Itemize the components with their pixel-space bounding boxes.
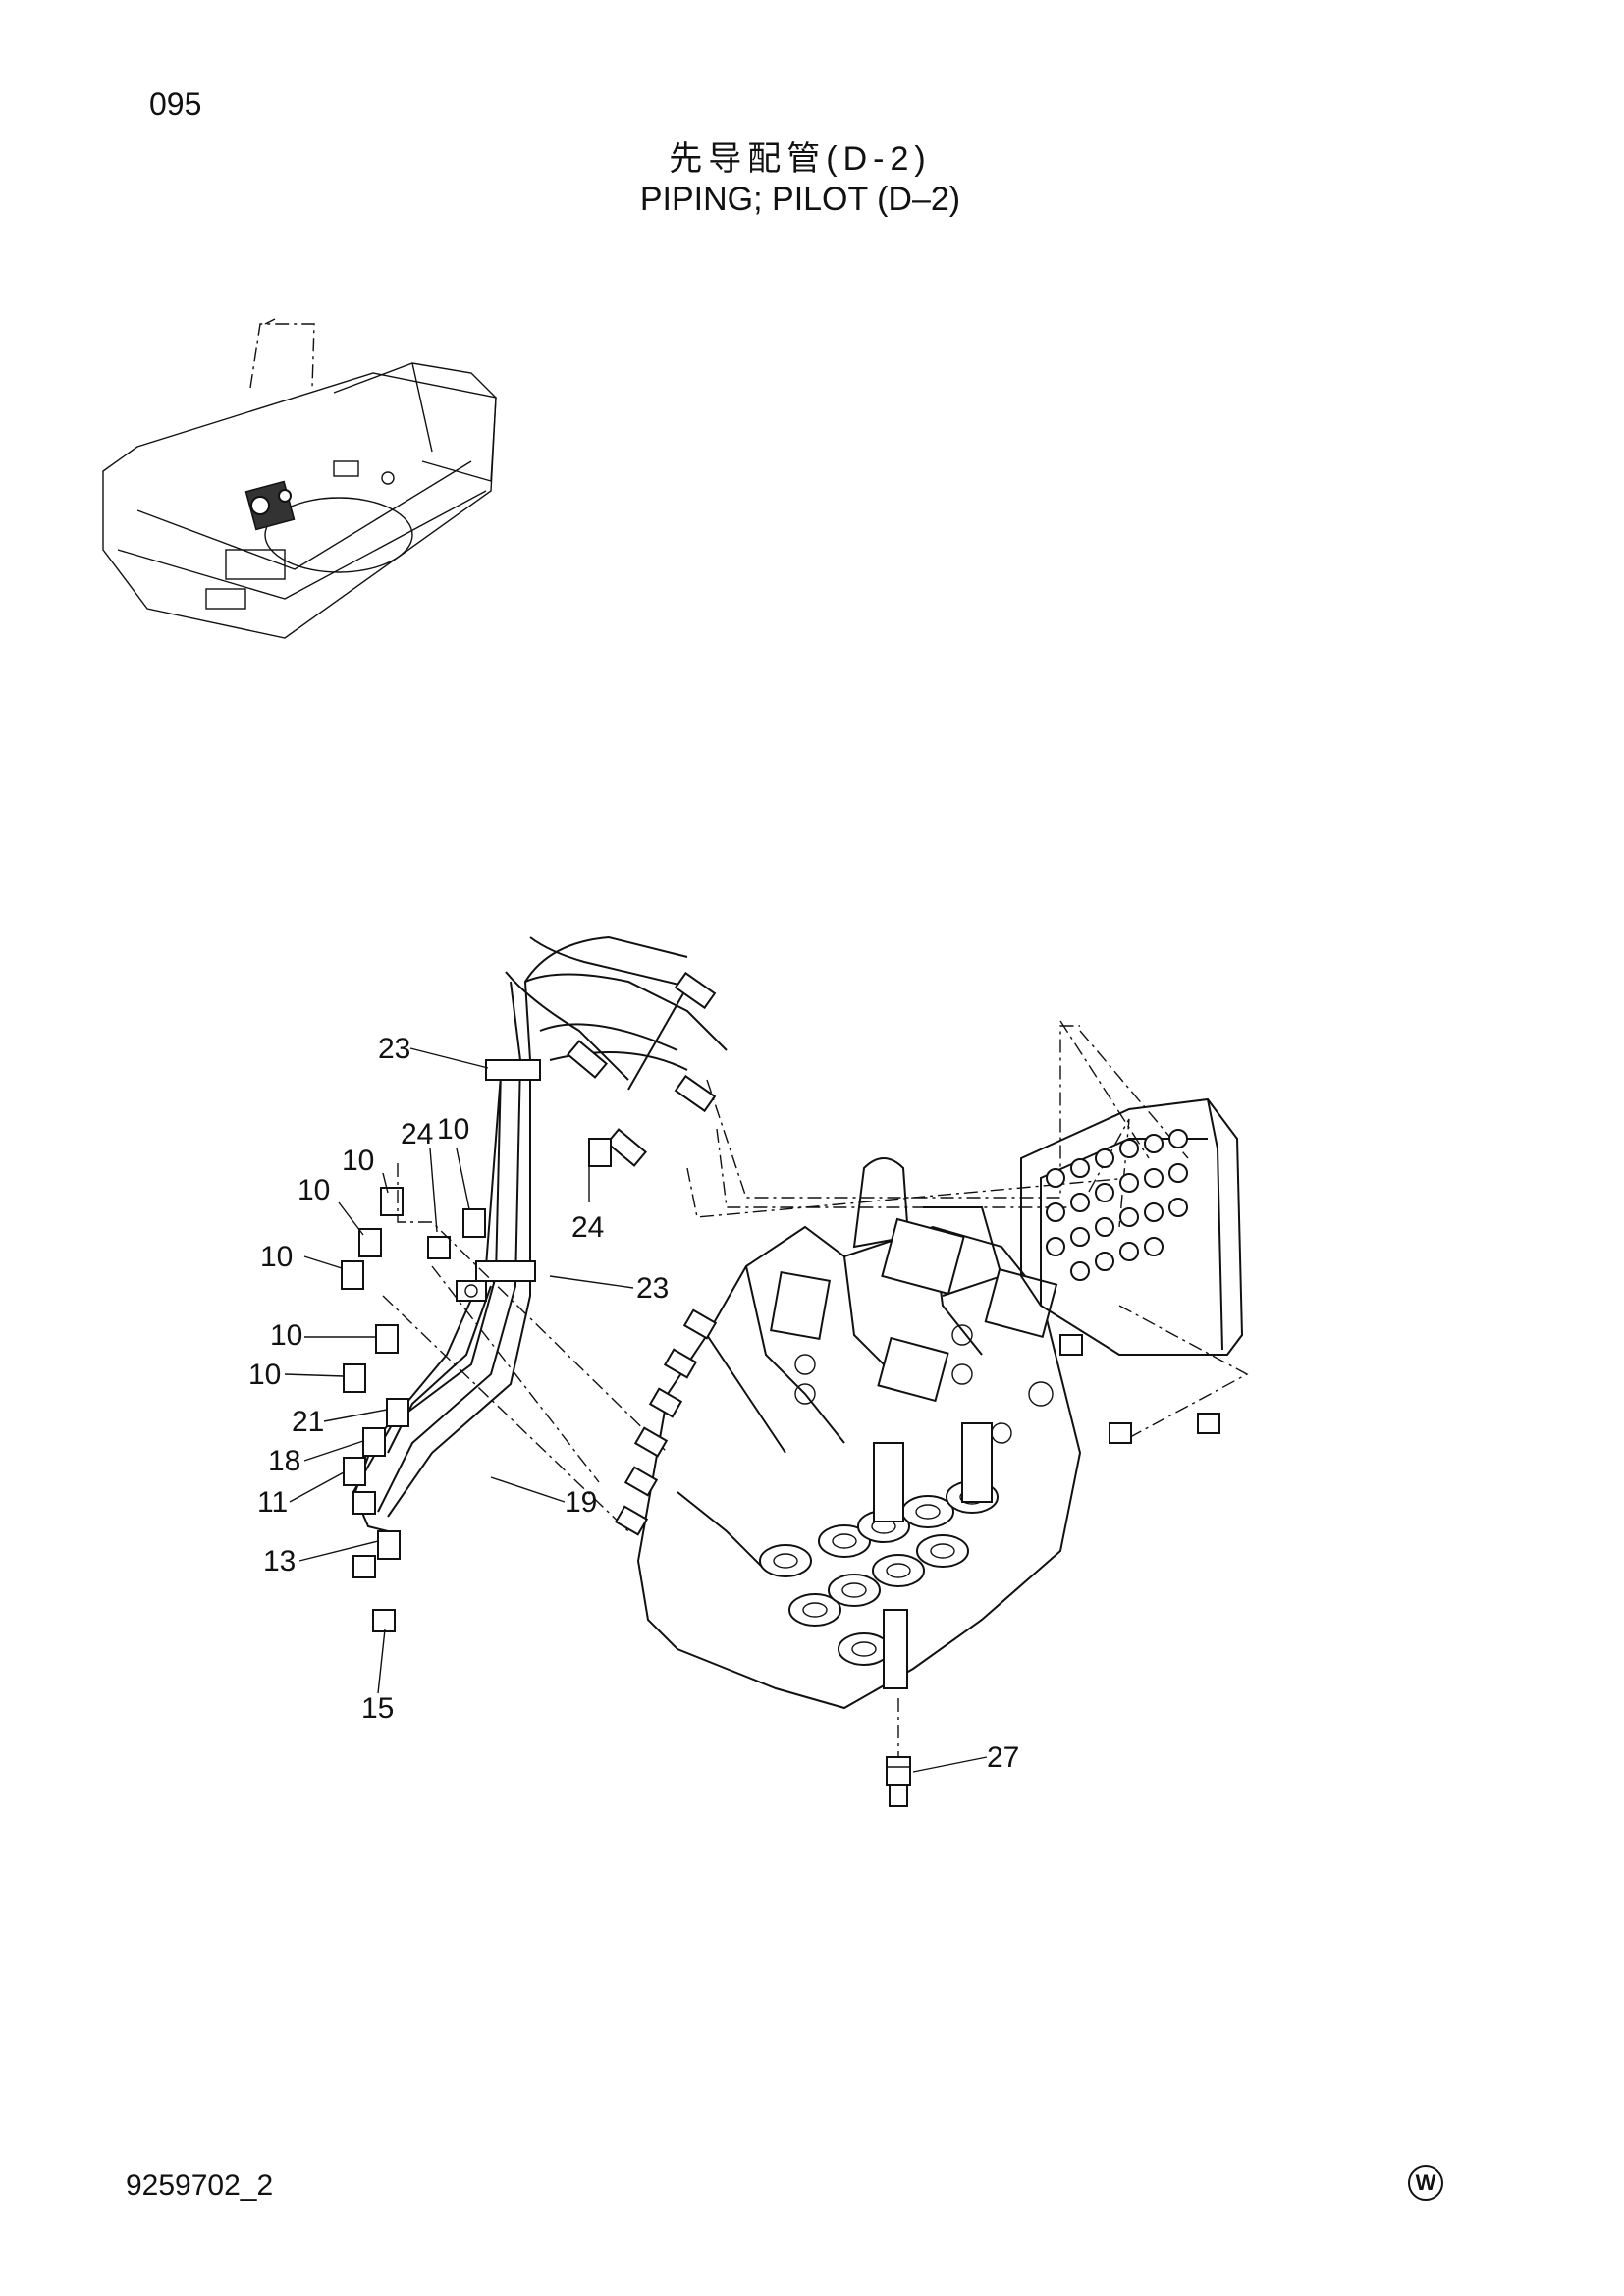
- control-valve-assembly: [614, 1157, 1082, 1710]
- callout-18: 18: [268, 1445, 300, 1477]
- pilot-hose-bundle: [352, 935, 728, 1532]
- callout-13: 13: [263, 1545, 296, 1577]
- callout-10-second: 10: [342, 1145, 374, 1177]
- callout-11: 11: [257, 1486, 288, 1519]
- machine-overview-inset: [102, 318, 497, 639]
- callout-19: 19: [565, 1486, 597, 1519]
- callout-labels: 23 24 10 10 10 10 24 23 10 10 21 18 11 1…: [248, 1033, 1019, 1774]
- title-english: PIPING; PILOT (D–2): [639, 181, 961, 218]
- callout-leaders: [284, 1047, 988, 1773]
- brand-mark-icon: W: [1408, 2165, 1443, 2201]
- callout-23-upper: 23: [378, 1033, 410, 1065]
- callout-24-lower: 24: [571, 1211, 604, 1244]
- callout-10-third: 10: [298, 1174, 330, 1206]
- callout-21: 21: [292, 1406, 324, 1438]
- callout-15: 15: [361, 1692, 394, 1725]
- pressure-sensor: [886, 1756, 911, 1807]
- title-chinese: 先导配管(D-2): [669, 140, 932, 178]
- leader-lines: [382, 1020, 1249, 1757]
- pilot-manifold-block: [1020, 1097, 1244, 1444]
- callout-23-lower: 23: [636, 1272, 669, 1305]
- document-id: 9259702_2: [126, 2169, 274, 2202]
- callout-24-upper: 24: [401, 1118, 433, 1150]
- callout-10-sixth: 10: [248, 1359, 281, 1391]
- callout-10-fifth: 10: [270, 1319, 302, 1352]
- page-number: 095: [149, 86, 202, 122]
- callout-10-fourth: 10: [260, 1241, 293, 1273]
- callout-10-top: 10: [437, 1113, 469, 1146]
- fittings-group: [341, 1138, 612, 1632]
- callout-27: 27: [987, 1741, 1019, 1774]
